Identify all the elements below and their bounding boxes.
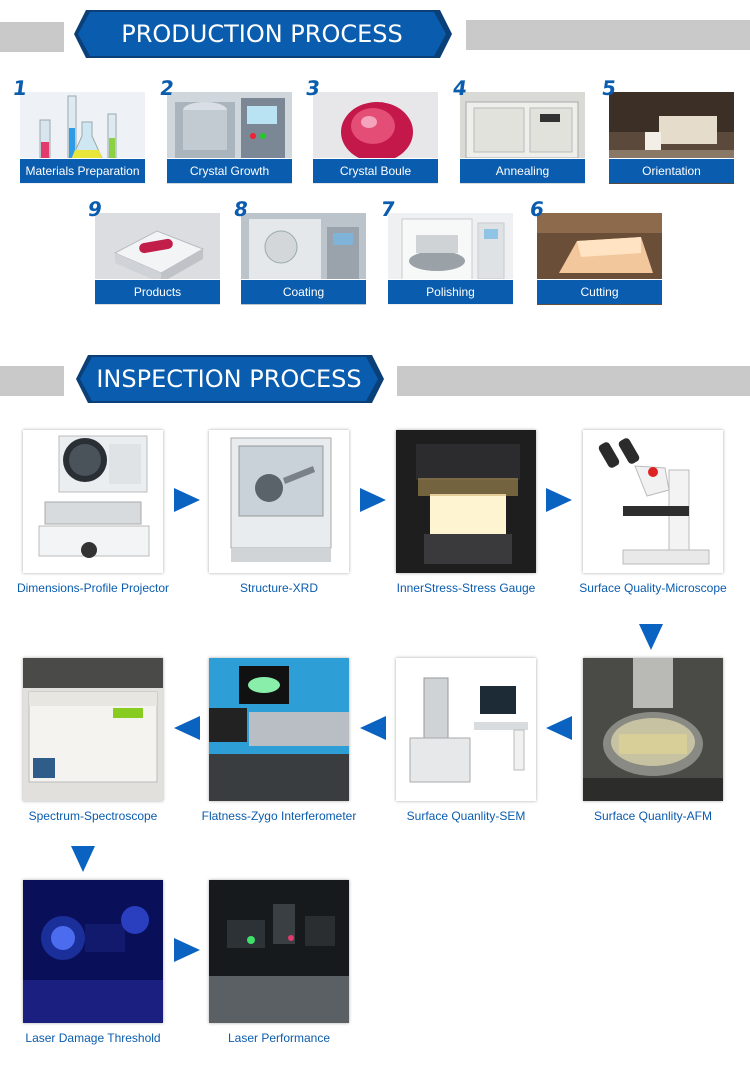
production-step-products: 9 Products bbox=[86, 197, 220, 305]
inspection-label: Surface Quanlity-SEM bbox=[406, 809, 526, 823]
inspection-label: Structure-XRD bbox=[239, 581, 319, 595]
inspection-header-bar-left bbox=[0, 366, 64, 396]
inspection-item-spectroscope: Spectrum-Spectroscope bbox=[23, 658, 163, 848]
step-label: Cutting bbox=[537, 279, 662, 304]
laser-damage-image bbox=[23, 880, 163, 1023]
inspection-item-stress-gauge: InnerStress-Stress Gauge bbox=[396, 430, 536, 620]
production-step-crystal-boule: 3 Crystal Boule bbox=[304, 76, 438, 184]
flow-arrow-left-icon bbox=[174, 716, 200, 740]
inspection-label: Surface Quanlity-AFM bbox=[593, 809, 713, 823]
flow-arrow-right-icon bbox=[360, 488, 386, 512]
production-step-materials-preparation: 1 Materials Preparation bbox=[11, 76, 145, 184]
flow-arrow-down-icon bbox=[71, 846, 95, 872]
zygo-image bbox=[209, 658, 349, 801]
inspection-header-title: INSPECTION PROCESS bbox=[80, 357, 378, 401]
coating-image bbox=[241, 213, 366, 305]
flow-arrow-left-icon bbox=[360, 716, 386, 740]
production-step-orientation: 5 Orientation bbox=[600, 76, 734, 184]
production-step-polishing: 7 Polishing bbox=[379, 197, 513, 305]
microscope-image bbox=[583, 430, 723, 573]
inspection-item-xrd: Structure-XRD bbox=[209, 430, 349, 620]
production-header-title: PRODUCTION PROCESS bbox=[78, 12, 446, 56]
inspection-label: Laser Damage Threshold bbox=[25, 1031, 161, 1045]
inspection-label: Surface Quality-Microscope bbox=[579, 581, 727, 595]
production-header-bar-left bbox=[0, 22, 64, 52]
production-step-crystal-growth: 2 Crystal Growth bbox=[158, 76, 292, 184]
inspection-item-afm: Surface Quanlity-AFM bbox=[583, 658, 723, 848]
stress-gauge-image bbox=[396, 430, 536, 573]
inspection-item-laser-damage: Laser Damage Threshold bbox=[23, 880, 163, 1070]
inspection-label: Flatness-Zygo Interferometer bbox=[201, 809, 357, 823]
flow-arrow-left-icon bbox=[546, 716, 572, 740]
flow-arrow-right-icon bbox=[546, 488, 572, 512]
step-label: Coating bbox=[241, 279, 366, 304]
step-label: Annealing bbox=[460, 158, 585, 183]
step-label: Materials Preparation bbox=[20, 158, 145, 183]
sem-image bbox=[396, 658, 536, 801]
inspection-header-bar-right bbox=[397, 366, 750, 396]
production-step-annealing: 4 Annealing bbox=[451, 76, 585, 184]
inspection-item-microscope: Surface Quality-Microscope bbox=[579, 430, 727, 620]
xrd-image bbox=[209, 430, 349, 573]
profile-projector-image bbox=[23, 430, 163, 573]
spectroscope-image bbox=[23, 658, 163, 801]
afm-image bbox=[583, 658, 723, 801]
flow-arrow-right-icon bbox=[174, 488, 200, 512]
flow-arrow-down-icon bbox=[639, 624, 663, 650]
inspection-item-laser-performance: Laser Performance bbox=[209, 880, 349, 1070]
step-label: Crystal Growth bbox=[167, 158, 292, 183]
step-label: Orientation bbox=[609, 158, 734, 183]
production-step-cutting: 6 Cutting bbox=[528, 197, 662, 305]
laser-performance-image bbox=[209, 880, 349, 1023]
flow-arrow-right-icon bbox=[174, 938, 200, 962]
production-step-coating: 8 Coating bbox=[232, 197, 366, 305]
step-label: Polishing bbox=[388, 279, 513, 304]
production-header-bar-right bbox=[466, 20, 750, 50]
inspection-label: Laser Performance bbox=[227, 1031, 331, 1045]
step-label: Crystal Boule bbox=[313, 158, 438, 183]
inspection-label: InnerStress-Stress Gauge bbox=[396, 581, 536, 595]
step-label: Products bbox=[95, 279, 220, 304]
inspection-item-sem: Surface Quanlity-SEM bbox=[396, 658, 536, 848]
inspection-item-zygo: Flatness-Zygo Interferometer bbox=[202, 658, 356, 848]
inspection-item-profile-projector: Dimensions-Profile Projector bbox=[17, 430, 169, 620]
inspection-label: Dimensions-Profile Projector bbox=[16, 581, 170, 595]
inspection-label: Spectrum-Spectroscope bbox=[28, 809, 158, 823]
